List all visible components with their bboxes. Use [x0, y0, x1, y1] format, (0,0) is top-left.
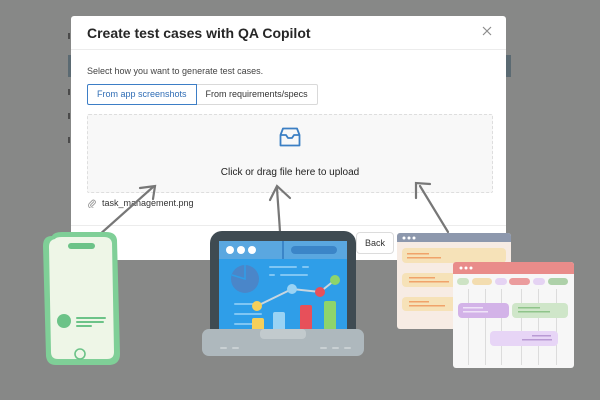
background-strip	[505, 55, 511, 77]
close-button[interactable]	[480, 24, 494, 38]
background-mark	[68, 33, 70, 39]
modal-header: Create test cases with QA Copilot	[71, 16, 506, 50]
uploaded-file[interactable]: task_management.png	[88, 198, 194, 208]
inbox-icon	[279, 127, 301, 147]
tab-app-screenshots[interactable]: From app screenshots	[87, 84, 197, 105]
laptop-dashboard-illustration	[202, 231, 364, 356]
close-icon	[482, 26, 492, 36]
paperclip-icon	[88, 199, 96, 208]
background-mark	[68, 89, 70, 95]
background-strip	[68, 55, 72, 77]
dropzone-text: Click or drag file here to upload	[220, 167, 360, 178]
upload-dropzone[interactable]: Click or drag file here to upload	[87, 114, 493, 193]
tab-requirements-specs[interactable]: From requirements/specs	[196, 84, 318, 105]
background-mark	[68, 137, 70, 143]
modal-title: Create test cases with QA Copilot	[87, 25, 311, 41]
back-button[interactable]: Back	[356, 232, 394, 254]
background-mark	[68, 113, 70, 119]
task-board-windows-illustration	[397, 233, 574, 368]
file-name: task_management.png	[102, 198, 194, 208]
source-tabs: From app screenshots From requirements/s…	[87, 84, 318, 105]
modal-subtitle: Select how you want to generate test cas…	[87, 66, 264, 76]
create-test-cases-modal: Create test cases with QA Copilot Select…	[71, 16, 511, 260]
mobile-phone-illustration	[43, 232, 120, 365]
footer-divider	[71, 225, 506, 226]
